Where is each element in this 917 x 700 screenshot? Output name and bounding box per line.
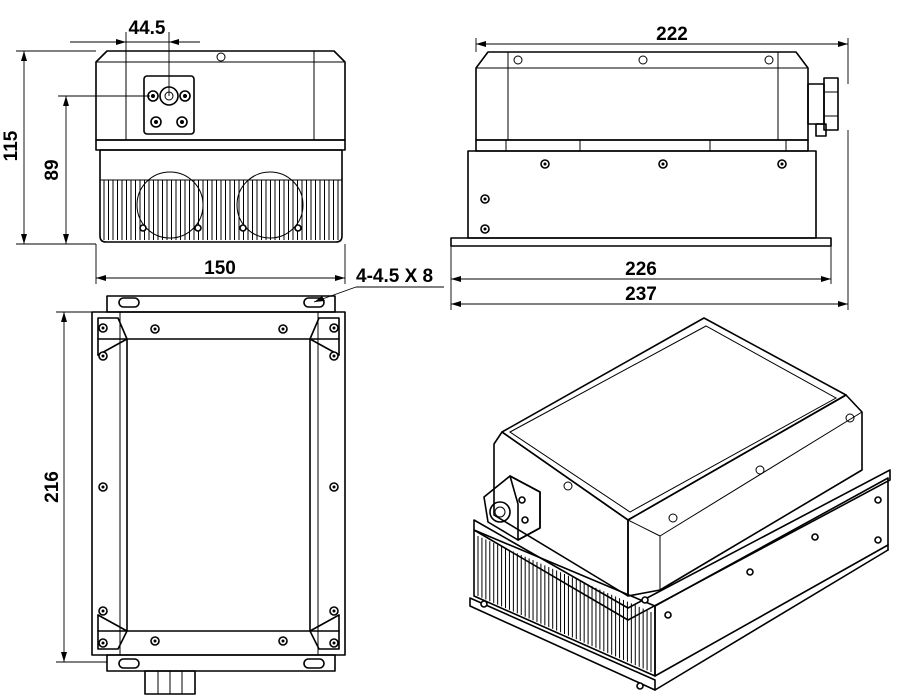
iso-heatsink-fins xyxy=(477,536,652,672)
dim-216-label: 216 xyxy=(42,471,63,503)
front-heatsink-fins xyxy=(103,180,339,240)
front-dimension-115: 115 xyxy=(1,50,96,245)
side-dimension-237: 237 xyxy=(451,130,849,310)
plan-view xyxy=(91,295,346,695)
front-dimension-89: 89 xyxy=(42,95,150,245)
side-dimension-226: 226 xyxy=(450,246,832,310)
mount-hole-callout: 4-4.5 X 8 xyxy=(313,266,444,303)
dim-222-label: 222 xyxy=(656,24,688,45)
front-dimension-44-5: 44.5 xyxy=(70,18,200,96)
dim-237-label: 237 xyxy=(625,284,657,305)
isometric-view xyxy=(469,317,891,691)
dim-226-label: 226 xyxy=(625,259,657,280)
front-view xyxy=(95,50,346,243)
front-dimension-150: 150 xyxy=(95,244,346,284)
dim-44-5-label: 44.5 xyxy=(129,18,166,39)
dim-115-label: 115 xyxy=(1,130,22,161)
dim-150-label: 150 xyxy=(204,258,236,279)
mount-hole-label: 4-4.5 X 8 xyxy=(356,266,433,287)
plan-dimension-216: 216 xyxy=(42,311,107,663)
dim-89-label: 89 xyxy=(42,159,63,180)
side-view xyxy=(450,51,839,247)
side-dimension-222: 222 xyxy=(475,24,849,84)
